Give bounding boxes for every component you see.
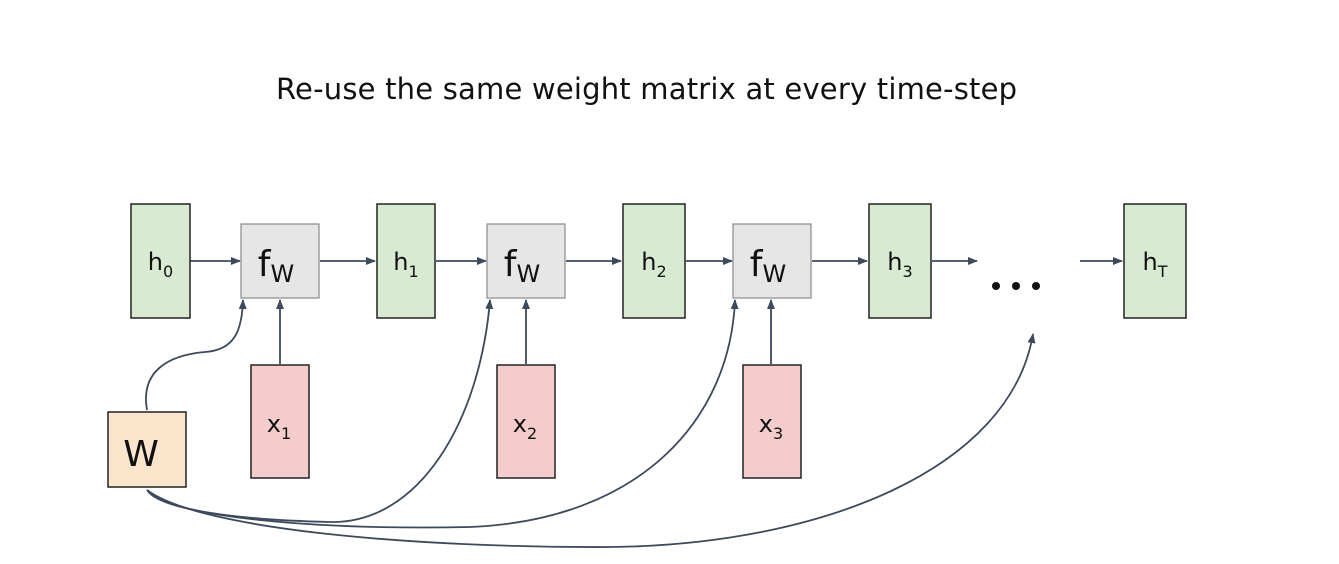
hidden-state-boxes: h0 h1 h2 h3 hT: [130, 203, 1187, 319]
hidden-state-h3: h3: [868, 203, 932, 319]
hidden-state-hT-label: h: [1143, 248, 1158, 276]
arrow-w-to-f3: [146, 299, 739, 529]
hidden-state-h1: h1: [376, 203, 436, 319]
diagram-title: Re-use the same weight matrix at every t…: [276, 72, 1018, 106]
hidden-state-h3-subscript: 3: [903, 262, 913, 281]
ellipsis-dot: [1012, 282, 1020, 290]
hidden-state-h2-label: h: [641, 248, 656, 276]
hidden-state-h1-subscript: 1: [409, 262, 419, 281]
svg-text:fW: fW: [504, 244, 540, 288]
function-f1: fW: [240, 223, 320, 299]
svg-text:x3: x3: [759, 410, 783, 443]
svg-text:fW: fW: [258, 244, 294, 288]
svg-text:h0: h0: [148, 248, 173, 281]
function-f3-label: f: [750, 244, 764, 285]
hidden-state-h0: h0: [130, 203, 191, 319]
svg-text:fW: fW: [750, 244, 786, 288]
hidden-state-h3-label: h: [887, 248, 902, 276]
hidden-state-hT: hT: [1123, 203, 1187, 319]
arrow-w-to-f1: [145, 299, 247, 411]
ellipsis: ...: [992, 282, 1040, 290]
input-x1-subscript: 1: [281, 424, 291, 443]
ellipsis-dot: [992, 282, 1000, 290]
svg-text:h3: h3: [887, 248, 912, 281]
input-x2: x2: [496, 364, 556, 479]
function-f3-subscript: W: [762, 260, 786, 288]
input-x2-label: x: [513, 410, 527, 438]
hidden-state-h2: h2: [622, 203, 686, 319]
input-x3: x3: [742, 364, 802, 479]
function-f2: fW: [486, 223, 566, 299]
arrow-w-to-ellipsis: [146, 333, 1036, 548]
hidden-state-h0-subscript: 0: [163, 262, 173, 281]
svg-text:h1: h1: [393, 248, 418, 281]
input-x3-subscript: 3: [773, 424, 783, 443]
hidden-state-hT-subscript: T: [1157, 262, 1168, 281]
function-f2-label: f: [504, 244, 518, 285]
arrow-w-to-f2: [146, 299, 494, 523]
input-arrows: [276, 299, 775, 364]
function-boxes: fW fW fW: [240, 223, 812, 299]
function-f2-subscript: W: [516, 260, 540, 288]
weight-arrows: [145, 299, 1036, 548]
function-f1-label: f: [258, 244, 272, 285]
hidden-state-h0-label: h: [148, 248, 163, 276]
svg-text:x1: x1: [267, 410, 291, 443]
svg-text:hT: hT: [1143, 248, 1168, 281]
input-x3-label: x: [759, 410, 773, 438]
svg-text:x2: x2: [513, 410, 537, 443]
weight-box: W: [107, 411, 187, 488]
input-x1-label: x: [267, 410, 281, 438]
input-boxes: x1 x2 x3: [250, 364, 802, 479]
input-x2-subscript: 2: [527, 424, 537, 443]
hidden-state-h1-label: h: [393, 248, 408, 276]
function-f3: fW: [732, 223, 812, 299]
hidden-state-h2-subscript: 2: [657, 262, 667, 281]
function-f1-subscript: W: [270, 260, 294, 288]
weight-label: W: [123, 434, 159, 475]
svg-text:h2: h2: [641, 248, 666, 281]
ellipsis-dot: [1032, 282, 1040, 290]
input-x1: x1: [250, 364, 310, 479]
